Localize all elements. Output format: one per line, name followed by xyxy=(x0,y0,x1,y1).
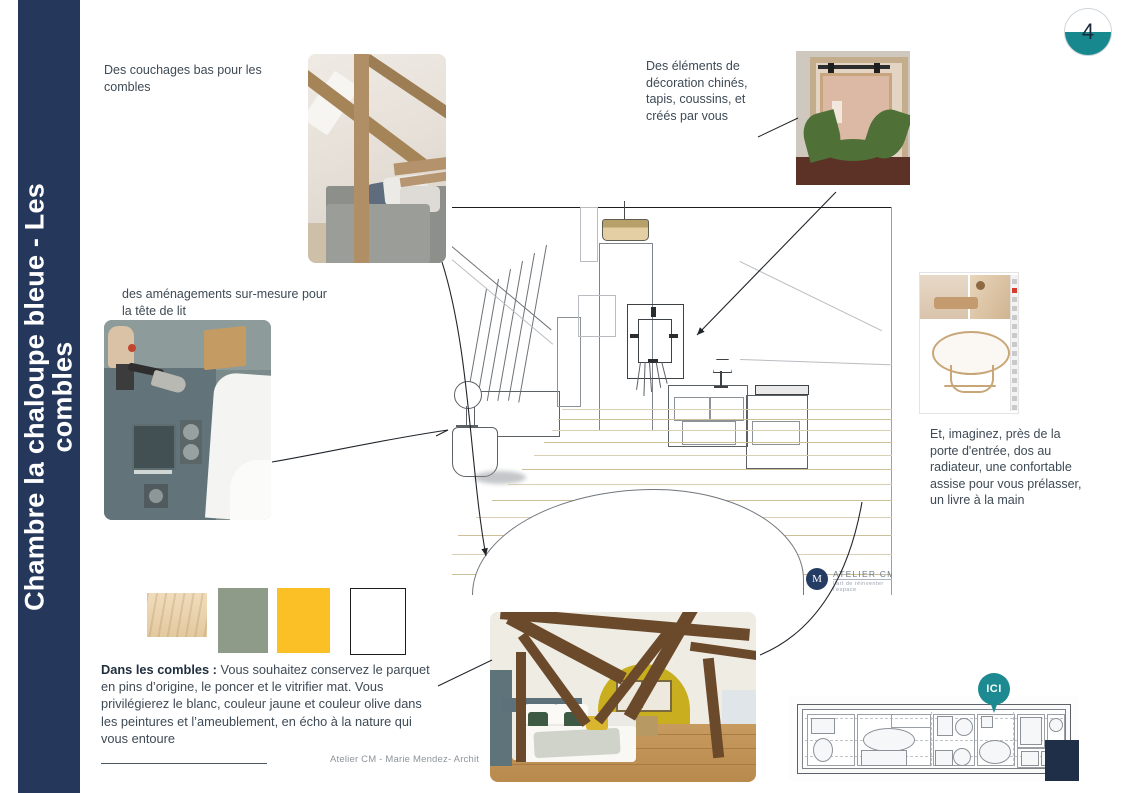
slide-number: 4 xyxy=(1081,19,1095,44)
badge-fill xyxy=(1065,32,1111,55)
sketch-mirror-clip xyxy=(648,359,658,363)
swatch-white xyxy=(350,588,406,655)
pin-tail xyxy=(989,699,999,713)
floorplan-location-pin: ICI xyxy=(978,673,1010,713)
sketch-pendant-cord xyxy=(624,201,625,220)
attic-bedroom-beams-photo xyxy=(308,54,446,263)
sketch-roof-slope xyxy=(452,259,554,345)
swatch-yellow xyxy=(277,588,330,653)
page-title-line2: combles xyxy=(48,341,78,452)
arrow-headboard xyxy=(271,429,449,463)
note-mid-left: des aménagements sur-mesure pour la tête… xyxy=(122,287,327,318)
sketch-window-left xyxy=(578,295,616,337)
sketch-counter xyxy=(746,395,808,469)
watermark-monogram: M xyxy=(806,568,828,590)
sketch-mirror-glass xyxy=(638,319,672,363)
sketch-globe-mirror xyxy=(454,381,482,409)
watermark-tagline: l'art de réinventer l'espace xyxy=(833,581,884,593)
floorplan-edge-block xyxy=(1045,740,1079,781)
floorplan-thumbnail xyxy=(789,696,1079,781)
pin-label: ICI xyxy=(978,673,1010,705)
sketch-planter xyxy=(452,427,498,477)
sketch-globe-stem xyxy=(466,406,467,426)
papasan-chair-listing-photo xyxy=(919,272,1019,414)
swatch-pine-wood xyxy=(147,593,207,637)
page-title: Chambre la chaloupe bleue - Les combles xyxy=(19,17,78,777)
sketch-upper-panel xyxy=(580,207,598,262)
sketch-roof-slope-right xyxy=(739,261,883,332)
note-top-left: Des couchages bas pour les combles xyxy=(104,63,262,94)
page-title-line1: Chambre la chaloupe bleue - Les xyxy=(19,182,50,611)
sketch-counter-shelf xyxy=(752,421,800,445)
sketch-table-lamp xyxy=(713,359,732,373)
slide-number-badge: 4 xyxy=(1064,8,1112,56)
floorplan-interior xyxy=(802,709,1066,769)
arrow-headboard-tip xyxy=(435,429,449,437)
slide-footer: Atelier CM - Marie Mendez- Archit xyxy=(330,754,480,765)
sketch-mirror-frame xyxy=(627,304,684,379)
arrow-bottom-note xyxy=(437,659,493,687)
sketch-column xyxy=(557,317,581,407)
decorated-window-greenery-photo xyxy=(796,51,910,185)
watermark-name: ATELIER CM xyxy=(833,569,892,579)
sketch-pendant-lamp xyxy=(602,219,649,241)
custom-headboard-photo xyxy=(104,320,271,520)
sketch-kitchen-island xyxy=(668,385,748,447)
watermark: M ATELIER CM l'art de réinventer l'espac… xyxy=(806,566,892,594)
sketch-mirror-clip xyxy=(630,334,639,338)
sketch-mirror-clip xyxy=(669,334,678,338)
sketch-mirror-clip xyxy=(651,307,656,317)
note-bottom-label: Dans les combles : xyxy=(101,662,217,677)
sketch-rafter xyxy=(486,268,511,402)
sketch-right-edge xyxy=(891,207,892,595)
sketch-wall-line-right xyxy=(739,359,892,366)
sketch-rug xyxy=(472,489,804,595)
sketch-shadow xyxy=(474,471,526,484)
sketch-table-lamp-base xyxy=(720,371,722,387)
watermark-rule xyxy=(833,579,892,580)
note-bottom-body: Vous souhaitez conservez le parquet en p… xyxy=(101,662,430,746)
interior-perspective-sketch: M ATELIER CM l'art de réinventer l'espac… xyxy=(452,199,892,595)
note-underline xyxy=(101,763,267,764)
swatch-olive xyxy=(218,588,268,653)
note-bottom-left: Dans les combles : Vous souhaitez conser… xyxy=(101,661,431,747)
sketch-ceiling-line xyxy=(452,207,892,208)
note-right: Et, imaginez, près de la porte d'entrée,… xyxy=(930,427,1082,507)
sketch-drawer xyxy=(682,421,736,445)
sketch-table-lamp-foot xyxy=(714,386,728,388)
note-top-right: Des éléments de décoration chinés, tapis… xyxy=(646,59,748,123)
attic-bedroom-yellow-wall-photo xyxy=(490,612,756,782)
slide-title-bar: Chambre la chaloupe bleue - Les combles xyxy=(18,0,80,793)
sketch-hob xyxy=(755,385,809,395)
